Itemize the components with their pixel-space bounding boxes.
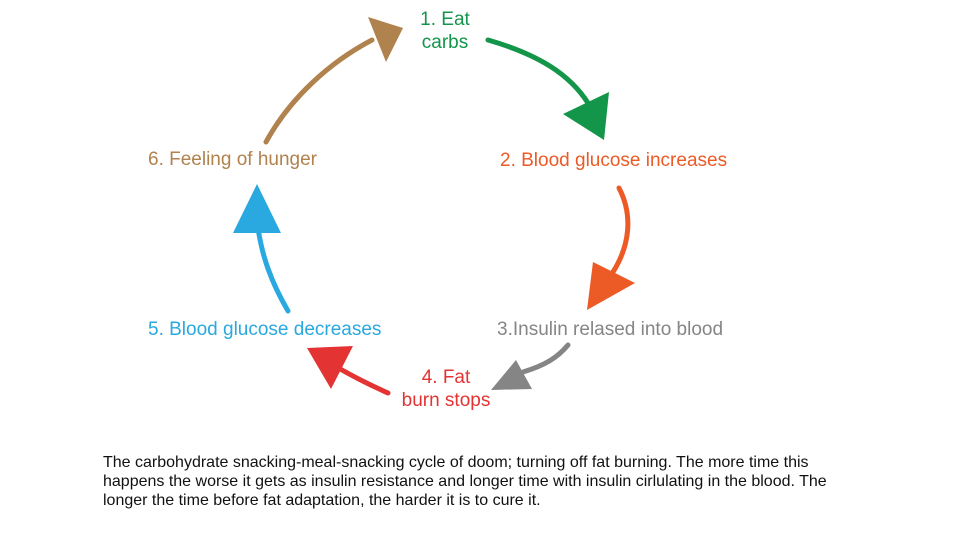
step-insulin-released: 3.Insulin relased into blood <box>497 318 723 341</box>
cycle-diagram <box>233 17 635 396</box>
step-blood-glucose-decreases: 5. Blood glucose decreases <box>148 318 381 341</box>
step-line: 3.Insulin relased into blood <box>497 319 724 340</box>
step-line: 2. Blood glucose increases <box>500 150 728 171</box>
step-fat-burn-stops: 4. Fat burn stops <box>386 366 506 412</box>
step-line: burn stops <box>401 390 491 411</box>
diagram-caption: The carbohydrate snacking-meal-snacking … <box>103 454 827 509</box>
step-line: 6. Feeling of hunger <box>148 149 318 170</box>
arrow-glucose-down-to-hunger <box>233 184 291 314</box>
step-line: 5. Blood glucose decreases <box>148 319 382 340</box>
step-line: 1. Eat <box>420 9 470 30</box>
arrow-hunger-to-eat <box>263 17 403 145</box>
step-line: carbs <box>421 32 469 53</box>
step-blood-glucose-increases: 2. Blood glucose increases <box>500 149 727 172</box>
step-feeling-of-hunger: 6. Feeling of hunger <box>148 148 317 171</box>
arrow-insulin-to-fat-burn <box>491 342 571 390</box>
step-eat-carbs: 1. Eat carbs <box>413 8 477 54</box>
step-line: 4. Fat <box>421 367 471 388</box>
arrow-glucose-up-to-insulin <box>587 185 635 310</box>
arrow-fat-burn-to-glucose-down <box>307 346 391 396</box>
arrow-eat-to-glucose-up <box>485 37 609 140</box>
